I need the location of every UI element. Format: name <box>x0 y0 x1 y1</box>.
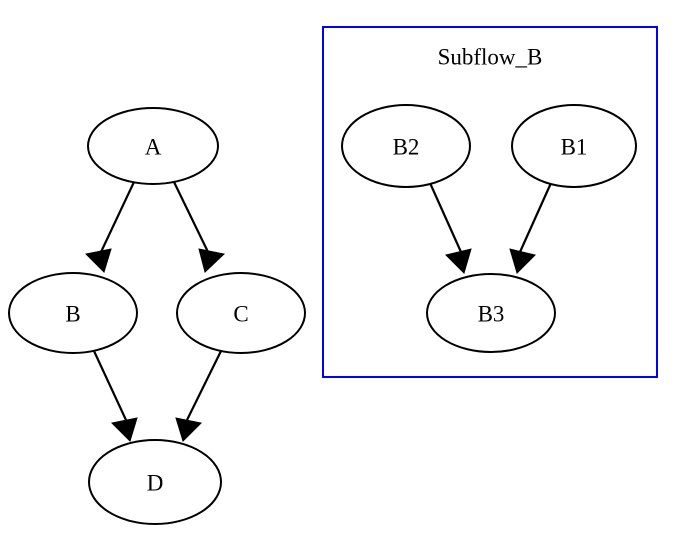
node-B3[interactable]: B3 <box>426 273 556 353</box>
node-shape <box>511 104 637 188</box>
edge-B1-to-B3[interactable] <box>509 182 553 274</box>
clusters-layer: Subflow_B <box>322 26 658 378</box>
node-D[interactable]: D <box>88 439 222 525</box>
node-A[interactable]: A <box>87 107 219 185</box>
node-B1[interactable]: B1 <box>511 104 637 188</box>
edge-line <box>518 182 553 253</box>
node-C[interactable]: C <box>176 272 306 354</box>
edge-line <box>428 182 463 253</box>
cluster-label: Subflow_B <box>438 45 543 70</box>
node-label: B2 <box>393 135 420 160</box>
edge-A-to-B[interactable] <box>84 181 135 273</box>
node-B2[interactable]: B2 <box>341 104 471 188</box>
edge-line <box>186 350 222 421</box>
arrowhead-icon <box>175 417 203 442</box>
node-shape <box>176 272 306 354</box>
arrowhead-icon <box>445 248 472 274</box>
edge-line <box>173 181 209 253</box>
node-B[interactable]: B <box>8 272 138 354</box>
arrowhead-icon <box>84 248 112 273</box>
node-label: B <box>65 302 80 327</box>
edge-line <box>100 181 135 253</box>
edges-layer <box>84 181 553 442</box>
arrowhead-icon <box>198 248 226 273</box>
node-shape <box>8 272 138 354</box>
node-shape <box>88 439 222 525</box>
cluster-border <box>322 26 658 378</box>
edge-B2-to-B3[interactable] <box>428 182 472 274</box>
cluster-Subflow_B: Subflow_B <box>322 26 658 378</box>
arrowhead-icon <box>509 248 536 274</box>
edge-A-to-C[interactable] <box>173 181 226 273</box>
node-shape <box>87 107 219 185</box>
node-shape <box>341 104 471 188</box>
node-label: B3 <box>478 302 505 327</box>
edge-line <box>93 350 127 421</box>
edge-B-to-D[interactable] <box>93 350 138 442</box>
node-label: C <box>233 302 248 327</box>
edge-C-to-D[interactable] <box>175 350 222 442</box>
node-label: A <box>145 135 162 160</box>
node-label: D <box>147 471 164 496</box>
node-shape <box>426 273 556 353</box>
node-label: B1 <box>561 135 588 160</box>
arrowhead-icon <box>110 417 138 442</box>
